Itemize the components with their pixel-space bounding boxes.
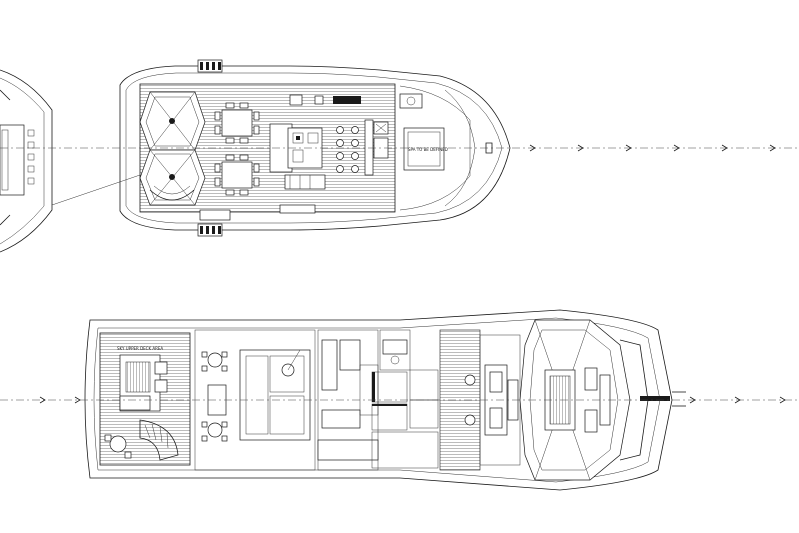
dining-set-upper-1 — [214, 102, 260, 144]
centerline-ticks-upper — [485, 142, 776, 154]
upper-hull-outline — [119, 65, 511, 231]
spa-label: SPA TO BE DEFINED — [408, 147, 448, 152]
centerline-ticks-main — [39, 396, 786, 404]
spa-area: SPA TO BE DEFINED — [403, 127, 448, 171]
radar-arch — [139, 91, 206, 206]
centerlines — [0, 142, 799, 404]
bar-stools — [336, 126, 359, 173]
dining-chairs-left — [27, 129, 35, 185]
main-hull-outline — [84, 309, 673, 491]
upper-bar — [269, 123, 326, 190]
upper-deck-area-label: SKY UPPER DECK AREA — [117, 346, 163, 351]
aft-lounge-area: SKY UPPER DECK AREA — [99, 332, 191, 466]
dining-set-upper-2 — [214, 154, 260, 196]
partial-deck-left — [0, 69, 141, 253]
